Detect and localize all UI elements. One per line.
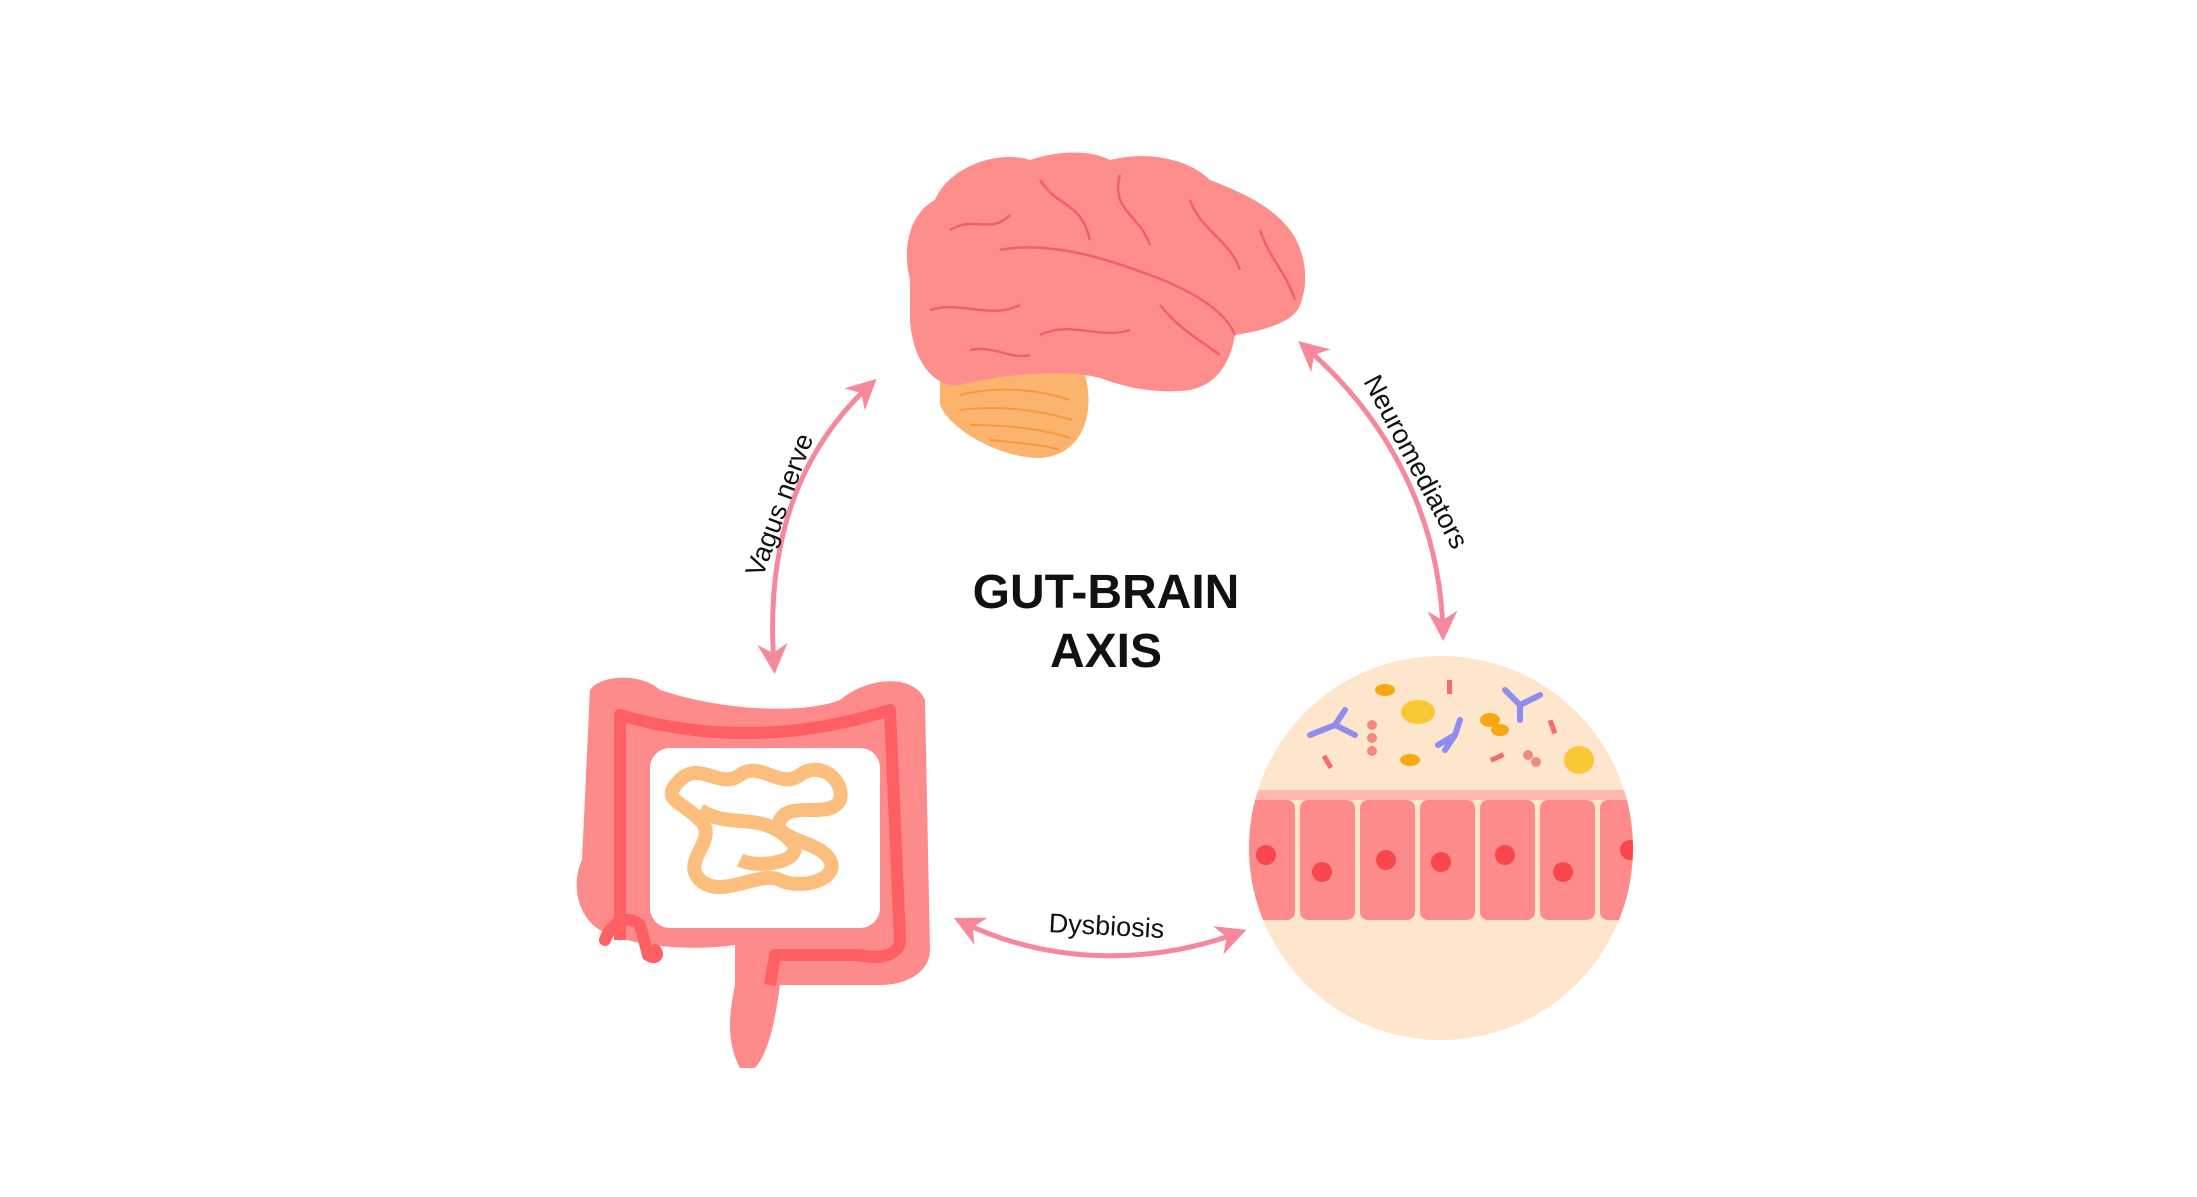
title-line-2: AXIS <box>1050 625 1162 678</box>
dysbiosis-label: Dysbiosis <box>1048 908 1165 944</box>
dysbiosis-arrow <box>953 917 1247 959</box>
neuromediators-label: Neuromediators <box>1358 370 1475 554</box>
neuromediators-arrow <box>1298 341 1458 641</box>
title-line-1: GUT-BRAIN <box>973 566 1240 619</box>
gut-lining-microbiome-icon <box>1249 656 1633 1040</box>
vagus-nerve-arrow <box>757 378 877 674</box>
brain-icon <box>906 152 1306 458</box>
intestine-icon <box>576 677 930 1068</box>
cerebellum-icon <box>940 364 1089 458</box>
small-intestine-icon <box>664 762 848 895</box>
